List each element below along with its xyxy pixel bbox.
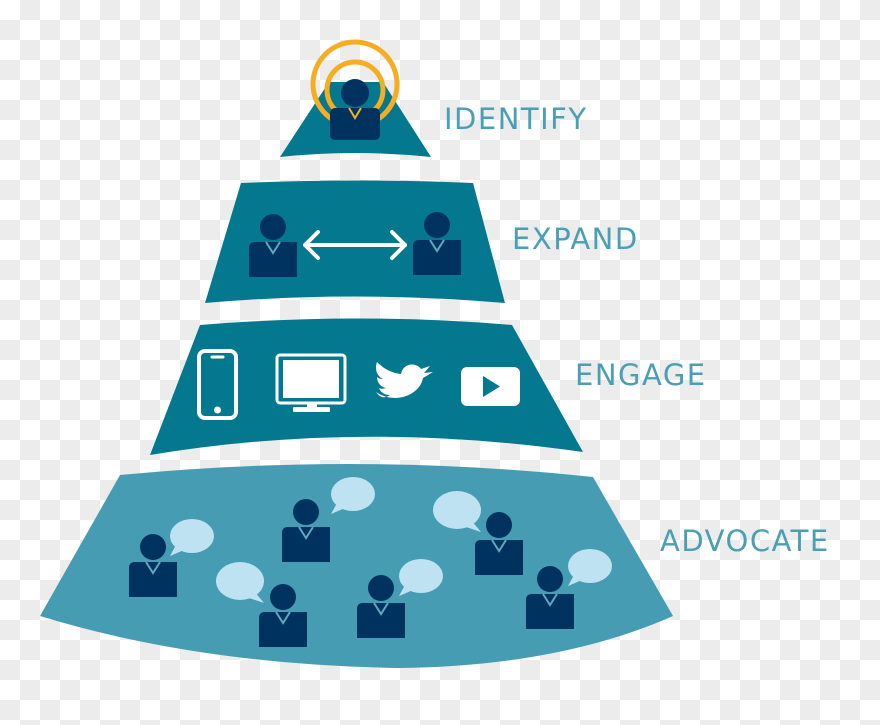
tier-advocate xyxy=(40,463,673,668)
monitor-icon xyxy=(275,353,347,412)
tier-label-expand: EXPAND xyxy=(512,222,639,256)
video-play-icon xyxy=(461,367,520,406)
tier-expand xyxy=(205,180,505,303)
twitter-bird-icon xyxy=(375,362,433,398)
smartphone-icon xyxy=(197,349,238,420)
tier-label-identify: IDENTIFY xyxy=(444,102,588,136)
tier-label-engage: ENGAGE xyxy=(575,358,707,392)
tier-label-advocate: ADVOCATE xyxy=(660,524,830,558)
tier-engage xyxy=(150,318,583,455)
double-arrow-icon xyxy=(303,230,407,260)
tier-identify xyxy=(280,39,431,157)
person-icon xyxy=(330,79,380,140)
